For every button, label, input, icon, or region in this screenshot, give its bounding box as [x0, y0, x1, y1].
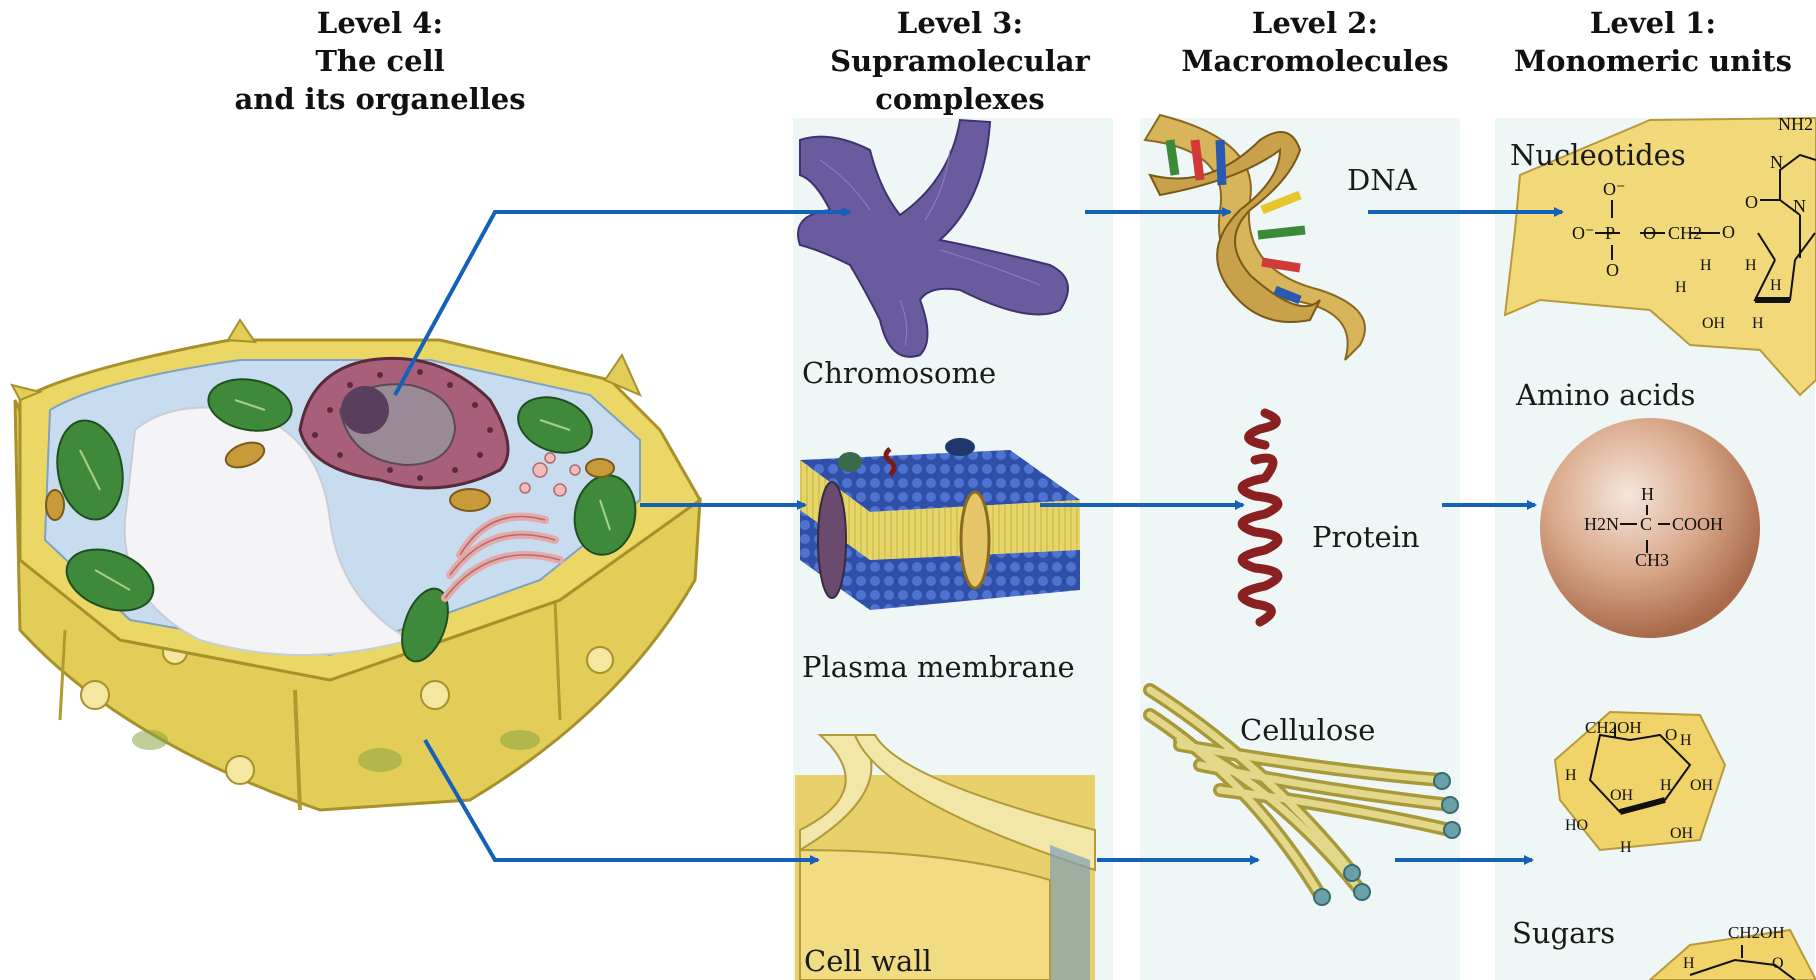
glucose-oh1: OH [1610, 787, 1634, 804]
label-cell-wall: Cell wall [804, 944, 932, 978]
alanine-cooh: COOH [1672, 514, 1723, 534]
phosphate-o-bottom: O [1606, 260, 1619, 280]
glucose-ring-o: O [1665, 725, 1677, 744]
sugar-h3: H [1745, 257, 1757, 274]
ester-o: O [1643, 223, 1656, 243]
sugar2-ch2oh: CH2OH [1728, 923, 1785, 942]
sugar-ring-o: O [1722, 222, 1735, 242]
glucose-oh3: OH [1670, 825, 1694, 842]
ring-o-label: O [1745, 192, 1758, 212]
label-nucleotides: Nucleotides [1510, 138, 1686, 172]
alanine-h2n: H2N [1584, 514, 1619, 534]
sugar-h4: H [1770, 277, 1782, 294]
label-protein: Protein [1312, 520, 1420, 554]
phosphate-o-left: O⁻ [1572, 223, 1595, 243]
label-cellulose: Cellulose [1240, 713, 1375, 747]
ring-n2-label: N [1793, 196, 1806, 216]
plant-cell-illustration [12, 320, 700, 810]
sugar2-o: O [1772, 955, 1784, 972]
glucose-h1: H [1565, 767, 1577, 784]
alanine-c: C [1640, 514, 1652, 534]
ch2-label: CH2 [1668, 223, 1702, 243]
phosphate-p: P [1605, 223, 1615, 243]
sugar-h1: H [1675, 279, 1687, 296]
nh2-label: NH2 [1778, 114, 1813, 134]
glucose-ch2oh: CH2OH [1585, 718, 1642, 737]
sugar-h5: H [1752, 315, 1764, 332]
ring-n1-label: N [1770, 152, 1783, 172]
sugar-oh: OH [1702, 315, 1726, 332]
glucose-h4: H [1620, 839, 1632, 856]
label-amino-acids: Amino acids [1516, 378, 1695, 412]
amino-acid-sphere: H H2N C COOH CH3 [1540, 418, 1760, 638]
alanine-h: H [1641, 484, 1654, 504]
glucose-oh2: OH [1690, 777, 1714, 794]
phosphate-o-minus: O⁻ [1603, 179, 1626, 199]
label-chromosome: Chromosome [802, 356, 996, 390]
sugar-h2: H [1700, 257, 1712, 274]
alanine-ch3: CH3 [1635, 550, 1669, 570]
glucose-h2: H [1680, 732, 1692, 749]
sugar2-h: H [1683, 955, 1695, 972]
glucose-ho: HO [1565, 817, 1588, 834]
label-sugars: Sugars [1512, 916, 1615, 950]
label-plasma-membrane: Plasma membrane [802, 650, 1075, 684]
glucose-h3: H [1660, 777, 1672, 794]
label-dna: DNA [1347, 163, 1417, 197]
